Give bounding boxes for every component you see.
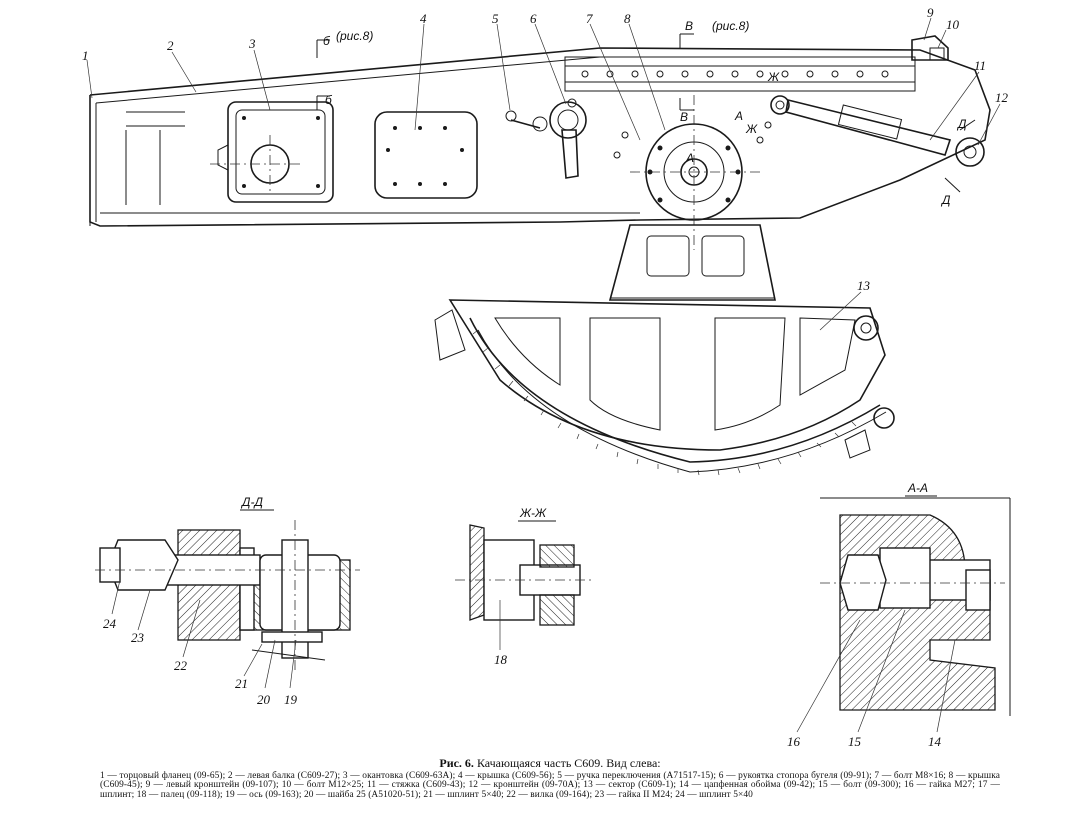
- callout-14: 14: [928, 734, 942, 749]
- nut-16: [839, 554, 887, 611]
- caption-title: Качающаяся часть С609. Вид слева:: [476, 756, 661, 770]
- callout-24: 24: [103, 616, 117, 631]
- callout-10: 10: [946, 17, 960, 32]
- round-cover-8: [630, 95, 760, 250]
- bugel-stop-handle-6: [549, 98, 587, 179]
- mark-a-center: А: [685, 151, 694, 165]
- cotter-21: [251, 649, 326, 661]
- washer-20: [261, 631, 323, 643]
- section-dd: Д-Д 24 23 22 21 20 19: [95, 495, 360, 707]
- callout-15: 15: [848, 734, 862, 749]
- mark-zh-bottom: Ж: [745, 122, 758, 136]
- cover-4: [374, 111, 478, 199]
- section-aa-title: А-А: [907, 481, 928, 495]
- caption-fig-label: Рис. 6.: [439, 756, 474, 770]
- callout-2: 2: [167, 38, 174, 53]
- callout-leaders: [86, 17, 1001, 331]
- mark-b-bottom: б: [325, 93, 333, 107]
- callout-23: 23: [131, 630, 145, 645]
- switch-handle-5: [505, 110, 548, 132]
- mark-zh-top: Ж: [767, 70, 780, 84]
- figure-caption: Рис. 6. Качающаяся часть С609. Вид слева…: [100, 757, 1000, 800]
- section-dd-title: Д-Д: [240, 495, 263, 509]
- mark-a-top: А: [734, 109, 743, 123]
- callout-6: 6: [530, 11, 537, 26]
- main-callouts: 1 2 3 4 5 6 7 8 9 10 11 12 13: [82, 5, 1009, 293]
- mark-b-top: б: [323, 34, 331, 48]
- callout-8: 8: [624, 11, 631, 26]
- callout-16: 16: [787, 734, 801, 749]
- mark-d-top: Д: [956, 117, 967, 131]
- caption-legend: 1 — торцовый фланец (09-65); 2 — левая б…: [100, 771, 1000, 800]
- bracket-12: [955, 137, 985, 167]
- callout-3: 3: [248, 36, 256, 51]
- mark-v-bottom: В: [680, 110, 688, 124]
- section-aa: А-А 16 15 14: [787, 481, 1011, 749]
- callout-19: 19: [284, 692, 298, 707]
- callout-9: 9: [927, 5, 934, 20]
- rail-bolts: [581, 70, 889, 78]
- left-bracket-9-bolt-10: [911, 35, 949, 61]
- mark-d-bottom: Д: [940, 193, 951, 207]
- callout-18: 18: [494, 652, 508, 667]
- ref-fig8-left: (рис.8): [336, 29, 373, 43]
- section-mark-labels: б (рис.8) б В (рис.8) В А А Ж Ж Д Д: [323, 19, 967, 207]
- section-zhzh: Ж-Ж 18: [455, 506, 595, 667]
- caption-title-row: Рис. 6. Качающаяся часть С609. Вид слева…: [100, 757, 1000, 769]
- section-zhzh-title: Ж-Ж: [519, 506, 547, 520]
- ref-fig8-right: (рис.8): [712, 19, 749, 33]
- callout-4: 4: [420, 11, 427, 26]
- tie-rod-11: [770, 95, 952, 156]
- callout-21: 21: [235, 676, 248, 691]
- callout-7: 7: [586, 11, 593, 26]
- callout-12: 12: [995, 90, 1009, 105]
- left-beam: [89, 47, 991, 227]
- section-markers: [316, 33, 976, 193]
- callout-1: 1: [82, 48, 89, 63]
- callout-11: 11: [974, 58, 986, 73]
- sector-support: [608, 224, 776, 301]
- bolt-7: [613, 121, 772, 159]
- mark-v-top: В: [685, 19, 693, 33]
- callout-22: 22: [174, 658, 188, 673]
- callout-13: 13: [857, 278, 871, 293]
- trunnion-cage-14: [839, 514, 996, 711]
- cotter-24: [99, 547, 121, 583]
- sector-teeth: [472, 329, 857, 476]
- frame-and-cover-3: [210, 101, 334, 203]
- callout-5: 5: [492, 11, 499, 26]
- callout-20: 20: [257, 692, 271, 707]
- sector-13: [434, 299, 895, 473]
